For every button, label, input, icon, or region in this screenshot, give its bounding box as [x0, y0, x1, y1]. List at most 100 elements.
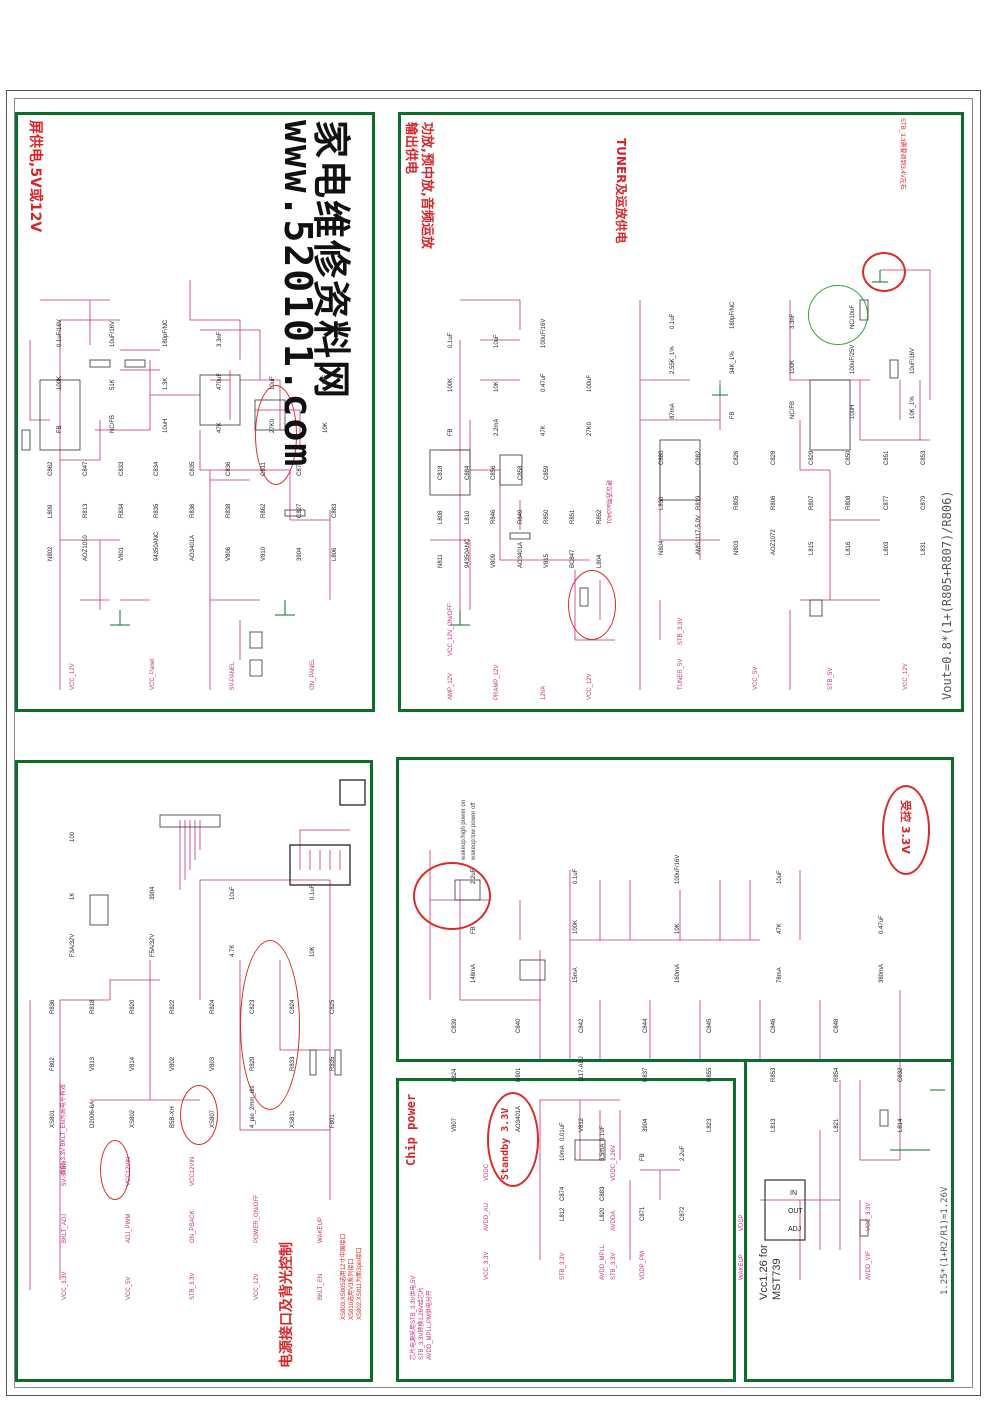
amp_power-value-label: 100uF: [587, 374, 593, 392]
standby-part-label: 1117-ADJ: [579, 1056, 585, 1082]
amp_power-part-label: C884: [465, 465, 471, 480]
interface-part-label: R820: [130, 999, 136, 1014]
screen_power-value-label: 51K: [110, 379, 116, 390]
tuner_power-part-label: C877: [884, 495, 890, 510]
tuner_power-value-label: 34K_1%: [730, 351, 736, 374]
screen_power-part-label: V810: [261, 546, 267, 561]
chip_power-value-label: 0.1uF: [600, 1125, 606, 1141]
screen_power-part-label: C872: [297, 461, 303, 476]
interface-net-label: VCC_12V: [254, 1273, 260, 1300]
screen_power-value-label: 0.1uF/16V: [57, 319, 63, 347]
amp_power-part-label: V809: [491, 553, 497, 568]
screen_power-part-label: N802: [48, 546, 54, 561]
amp_power-net-label: AMP_12V: [448, 672, 454, 700]
interface-part-label: B5B-XH: [170, 1106, 176, 1128]
standby-net-label: VCC_3.3V: [484, 1251, 490, 1280]
tuner_power-net-label: STB_3.3V: [678, 617, 684, 645]
screen_power-part-label: C834: [154, 461, 160, 476]
chip_power-value-label: 2.2uF: [680, 1145, 686, 1161]
screen_power-value-label: NC/FB: [110, 415, 116, 433]
standby-value-label: 2.2uF: [471, 868, 477, 884]
tuner-power-title: TUNER及运放供电: [614, 138, 628, 244]
amp_power-net-label: VCC_12V_ON/OFF: [448, 603, 454, 656]
interface-net-label: VCC12VIN: [190, 1156, 196, 1186]
tuner_power-part-label: L830: [659, 496, 665, 510]
standby-part-label: N801: [516, 1067, 522, 1082]
r835-ring: [180, 1085, 218, 1145]
standby-net-label: AVDD_VIF: [866, 1251, 872, 1280]
tuner_power-part-label: C882: [696, 450, 702, 465]
standby-value-label: 47K: [777, 923, 783, 934]
standby-net-label: VDDP: [739, 1214, 745, 1231]
standby-part-label: R855: [707, 1067, 713, 1082]
screen_power-part-label: R834: [119, 503, 125, 518]
c828-ring: [808, 285, 868, 345]
screen-power-title: 屏供电,5V或12V: [27, 120, 43, 233]
amp_power-value-label: 27K0: [587, 421, 593, 436]
standby-value-label: 100uF/16V: [675, 854, 681, 884]
chip_power-value-label: FB: [640, 1153, 646, 1161]
panel-chip-power: [396, 1078, 736, 1382]
chip_power-part-label: C874: [560, 1186, 566, 1201]
stb-highlight-ring: [862, 252, 906, 292]
interface-part-label: D2006-6A: [90, 1100, 96, 1128]
standby-part-label: L824: [452, 1068, 458, 1082]
standby-value-label: FB: [471, 926, 477, 934]
interface-net-label: ON_PBACK: [190, 1210, 196, 1243]
interface-value-label: F3A/32V: [70, 933, 76, 957]
amp_power-part-label: 94350ANC: [465, 538, 471, 568]
backlight-ring: [240, 940, 300, 1110]
tuner_power-part-label: L803: [884, 541, 890, 555]
standby-part-label: R853: [771, 1067, 777, 1082]
amp_power-value-label: 0.1uF: [448, 332, 454, 348]
tuner_power-net-label: TUNER_5V: [678, 658, 684, 690]
chip_power-part-label: C872: [680, 1206, 686, 1221]
interface-net-label: VCC_3.3V: [62, 1271, 68, 1300]
tuner_power-part-label: N803: [734, 540, 740, 555]
interface-part-label: F802: [50, 1057, 56, 1071]
panel-controlled-3v3: [396, 757, 954, 1062]
interface-part-label: V803: [210, 1056, 216, 1071]
screen_power-value-label: 10uH: [163, 418, 169, 433]
screen_power-value-label: 10uF/16V: [110, 320, 116, 347]
amp_power-part-label: R846: [491, 509, 497, 524]
chip_power-value-label: 5.5mA: [600, 1143, 606, 1161]
amp_power-value-label: 10uF: [494, 334, 500, 348]
standby-3v3-badge: Standby 3.3V: [500, 1107, 511, 1180]
interface-value-label: 100: [70, 831, 76, 842]
interface-part-label: 4_pin_2mm_dis: [250, 1085, 256, 1128]
amp_power-net-label: PRAMP_12V: [494, 664, 500, 700]
screen_power-value-label: 47K: [217, 422, 223, 433]
tuner_power-part-label: L831: [921, 541, 927, 555]
interface-net-label: POWER_ON/OFF: [254, 1194, 260, 1243]
amp-power-title: 功放,预中放,音频运放 输出供电: [403, 122, 434, 249]
interface-value-label: 4.7K: [230, 944, 236, 957]
amp_power-value-label: FB: [448, 428, 454, 436]
interface-net-label: ADJ_PWM: [126, 1213, 132, 1243]
screen_power-part-label: C835: [190, 461, 196, 476]
standby-value-label: 10uF: [777, 870, 783, 884]
screen_power-part-label: R838: [226, 503, 232, 518]
tuner-vout-formula: Vout=0.8*(1+(R805+R807)/R806): [940, 490, 954, 700]
interface-value-label: 0.1uF: [310, 884, 316, 900]
standby-net-label: VDDC: [484, 1163, 490, 1181]
screen_power-part-label: AOZ1010: [83, 535, 89, 561]
v802-ring: [100, 1140, 130, 1200]
interface-note-2: XS810选用V3系列接口: [349, 1258, 355, 1320]
chip_power-value-label: 10mA: [560, 1145, 566, 1161]
interface-net-label: BKLT_EN: [318, 1273, 324, 1300]
tuner_power-net-label: VCC_12V: [903, 663, 909, 690]
standby-value-label: 15mA: [573, 967, 579, 983]
interface-part-label: C823: [250, 999, 256, 1014]
tuner_power-part-label: C826: [734, 450, 740, 465]
chip_power-net-label: VDDP_PM: [640, 1250, 646, 1280]
interface-part-label: XS801: [50, 1109, 56, 1128]
interface-part-label: R833: [290, 1056, 296, 1071]
tuner_power-net-label: VCC_5V: [753, 666, 759, 690]
screen_power-value-label: 10K: [323, 422, 329, 433]
panel-interface: [15, 760, 373, 1382]
sheet-border: [6, 90, 981, 1396]
interface-title: 电源接口及背光控制: [279, 1242, 295, 1368]
interface-part-label: C824: [290, 999, 296, 1014]
tuner_power-part-label: AMS1117-5.0V: [696, 515, 702, 555]
